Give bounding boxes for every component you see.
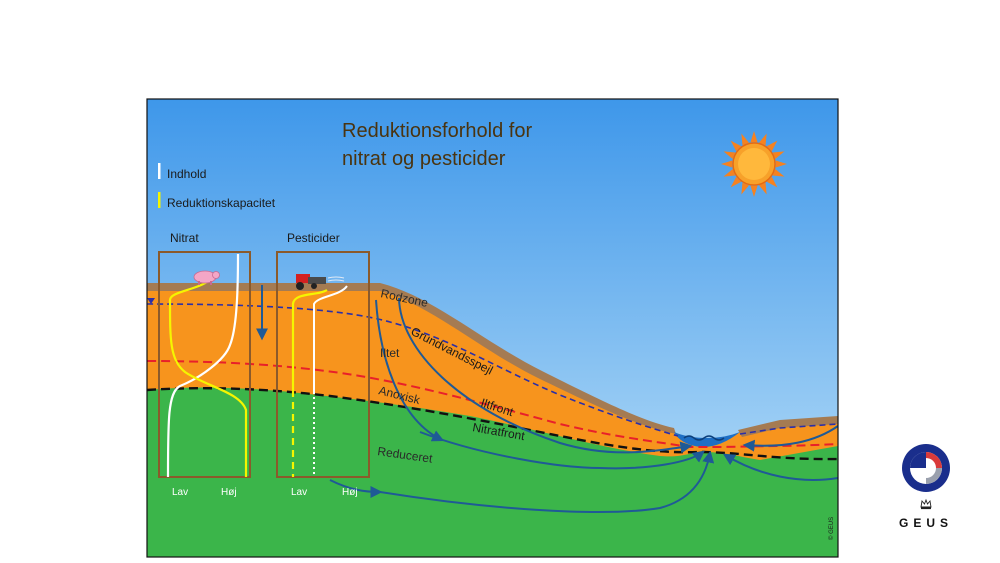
pig-icon (193, 270, 220, 285)
legend-swatch-reduktionskapacitet (158, 192, 161, 208)
logo-wordmark: GEUS (899, 516, 953, 530)
nitrat-panel: Nitrat Lav Høj (158, 231, 251, 498)
logo-accent (926, 452, 942, 468)
nitrat-panel-title: Nitrat (170, 231, 199, 245)
nitrat-reduction-curve (168, 281, 248, 477)
nitrat-high-label: Høj (221, 487, 237, 498)
pesticider-profile-box (276, 251, 370, 478)
sun-ray (772, 169, 785, 177)
flow-arrow (329, 479, 383, 498)
sun-ray (772, 151, 785, 159)
diagram: Rodzone Grundvandsspejl Iltet Anoxisk Il… (147, 99, 838, 557)
pesticider-reduction-curve (291, 289, 328, 390)
sun-ray (759, 133, 767, 146)
nitrat-low-label: Lav (172, 487, 188, 498)
flow-arrow (722, 453, 838, 481)
geus-logo: GEUS (899, 444, 953, 530)
iltfront-line (147, 360, 838, 448)
sun-ray (723, 169, 736, 177)
flow-arrows (256, 285, 838, 513)
nitrat-content-curve (166, 253, 240, 478)
sun-ray (750, 131, 758, 143)
sun-ray (723, 151, 736, 159)
logo-grey (926, 468, 942, 484)
diagram-title-line2: nitrat og pesticider (342, 148, 506, 170)
sun-ray (741, 182, 749, 195)
tractor-icon (296, 274, 345, 290)
oxic-zone (147, 287, 838, 460)
water-table-line-right (739, 423, 838, 435)
water-table-line (147, 303, 679, 437)
diagram-title-line1: Reduktionsforhold for (342, 120, 532, 142)
logo-quarter (910, 452, 926, 468)
sun-ray (750, 185, 758, 197)
sun-ray (730, 176, 742, 188)
sun-ray (766, 140, 778, 152)
soil-surface-right (738, 416, 838, 437)
water-table-marker (147, 298, 155, 304)
copyright-text: © GEUS (828, 517, 835, 540)
pesticider-panel-title: Pesticider (287, 231, 340, 245)
pesticider-low-label: Lav (291, 487, 307, 498)
flow-arrow (419, 431, 705, 470)
sun-ray (775, 160, 787, 168)
legend: Indhold Reduktionskapacitet (158, 163, 276, 210)
legend-swatch-indhold (158, 163, 161, 179)
flow-arrow (379, 450, 715, 513)
sun-icon (721, 131, 787, 197)
crown-icon (920, 498, 932, 510)
diagram-frame (146, 98, 839, 558)
sun-ray (730, 140, 742, 152)
flow-arrow (742, 425, 838, 452)
pesticider-high-label: Høj (342, 487, 358, 498)
pesticider-panel: Pesticider Lav Høj (276, 231, 370, 498)
label-iltet: Iltet (380, 346, 400, 360)
stream-waves (683, 435, 725, 441)
flow-arrow (398, 297, 693, 454)
legend-label-indhold: Indhold (167, 167, 206, 181)
pesticider-content-curve (313, 285, 348, 392)
nitrat-profile-box (158, 251, 251, 478)
sun-ray (766, 176, 778, 188)
sun-ray (721, 160, 733, 168)
flow-arrow (375, 299, 445, 442)
sun-ray (759, 182, 767, 195)
legend-label-reduktionskapacitet: Reduktionskapacitet (167, 196, 276, 210)
sun-ray (741, 133, 749, 146)
